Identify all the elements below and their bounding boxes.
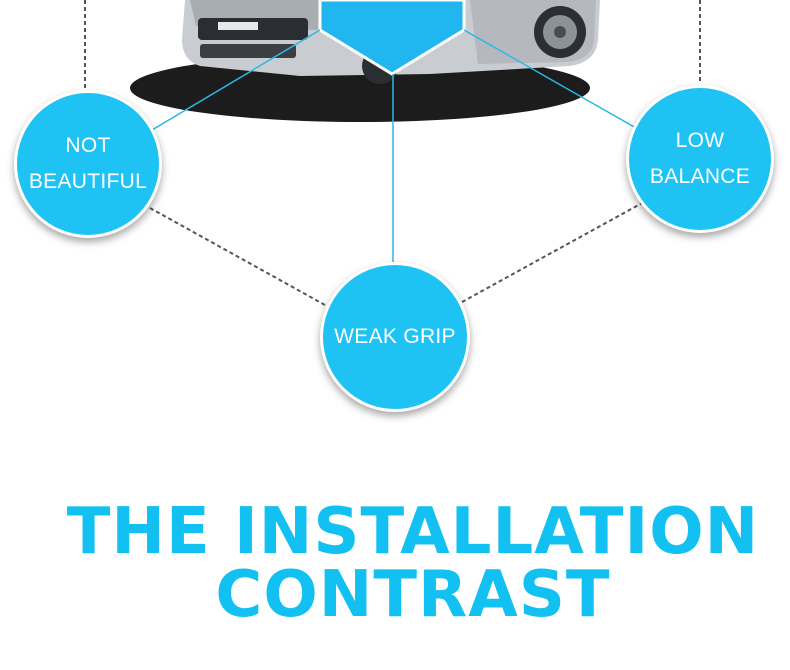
not-beautiful-bubble: NOT BEAUTIFUL (14, 90, 162, 238)
low-balance-bubble: LOW BALANCE (626, 85, 774, 233)
car-image (130, 0, 600, 122)
heading-line-1: THE INSTALLATION (66, 495, 760, 569)
heading-line-2: CONTRAST (215, 558, 611, 632)
weak-grip-bubble: WEAK GRIP (320, 262, 470, 412)
hexagon-shape (318, 0, 466, 76)
